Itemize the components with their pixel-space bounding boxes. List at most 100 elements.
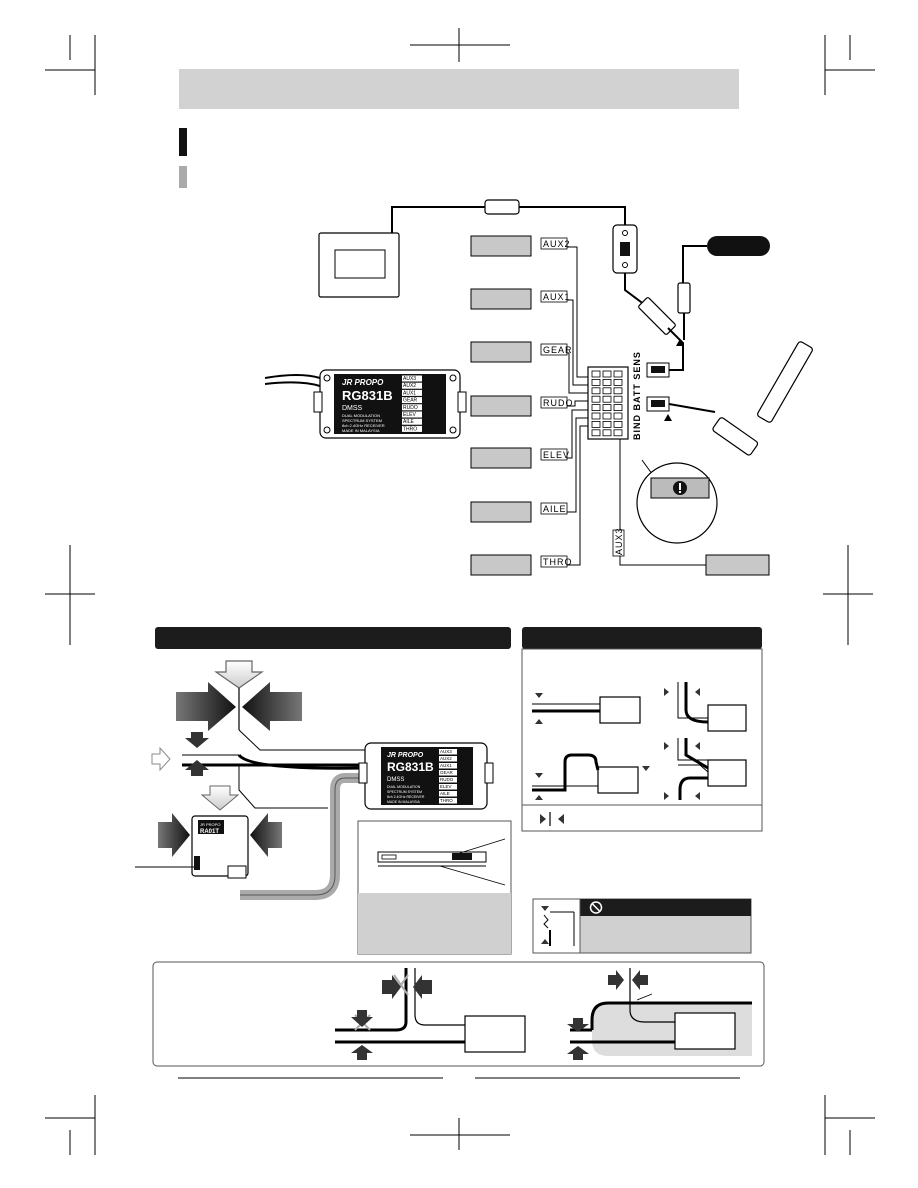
header-pin	[602, 378, 612, 386]
satellite-down-arrow	[200, 785, 240, 811]
rx2-line2: SPECTRUM SYSTEM	[387, 790, 422, 794]
header-pin	[591, 429, 601, 437]
header-pin	[591, 378, 601, 386]
rx-port-label: GEAR	[403, 398, 418, 404]
rx-port-label-bg	[402, 375, 422, 382]
rx-line3: 8ch 2.4GHz RECEIVER	[342, 423, 385, 428]
rx-port-label-bg	[439, 791, 457, 797]
tag-aux1: AUX1	[543, 292, 571, 302]
header-pin	[591, 395, 601, 403]
rx-port-label-bg	[439, 756, 457, 762]
tag-thro: THRO	[543, 557, 573, 567]
section-marker-black	[179, 128, 187, 156]
rx-port-label: RUDO	[440, 777, 454, 782]
rx-port-label: AUX2	[403, 383, 416, 389]
header-pin	[602, 404, 612, 412]
rx-port-label: GEAR	[440, 770, 454, 775]
header-pin	[591, 412, 601, 420]
rx-port-label-bg	[439, 770, 457, 776]
crop-marks	[45, 28, 875, 1155]
bottom-right-diagram	[570, 968, 752, 1056]
rx-port-label-bg	[402, 404, 422, 411]
sat-left-arrow	[250, 813, 282, 857]
rx2-model: RG831B	[387, 760, 434, 774]
channel-tags: AUX2 AUX1 GEAR RUDO ELEV AILE THRO AUX3	[540, 237, 625, 568]
rx2-dmss: DMSS	[387, 777, 404, 783]
left-arrow-dark	[242, 682, 302, 731]
rx-port-label-bg	[402, 425, 422, 432]
small-down-arrow	[185, 732, 209, 748]
header-pin	[591, 370, 601, 378]
header-pin	[613, 404, 623, 412]
rx-port-label-bg	[439, 777, 457, 783]
tag-aile: AILE	[543, 504, 567, 514]
section-bar-left	[155, 627, 511, 649]
header-pin	[602, 395, 612, 403]
header-pin	[591, 420, 601, 428]
rx2-line1: DUAL MODULATION	[387, 785, 421, 789]
rx-port-label-bg	[439, 749, 457, 755]
right-panel-diagrams	[532, 682, 747, 800]
rx-port-label: AILE	[403, 419, 415, 425]
header-pin	[613, 370, 623, 378]
rx-port-label: ELEV	[440, 784, 452, 789]
servo-boxes	[470, 235, 770, 576]
rx2-line4: MADE IN MALAYSIA	[387, 800, 420, 804]
tag-gear: GEAR	[543, 345, 573, 355]
right-panel	[521, 648, 763, 832]
rx-port-label-bg	[439, 763, 457, 769]
small-up-arrow	[185, 760, 209, 776]
section-marker-gray	[179, 166, 187, 188]
header-pin	[613, 387, 623, 395]
rx-port-label-bg	[439, 798, 457, 804]
black-pill-label	[707, 236, 770, 256]
receiver-bottom: JR PROPO RG831B DMSS DUAL MODULATION SPE…	[358, 742, 494, 810]
rx-port-label-bg	[402, 397, 422, 404]
sat-model: RA01T	[200, 829, 219, 835]
rx-port-label: AUX1	[440, 763, 452, 768]
rx-port-label: AILE	[440, 791, 450, 796]
rx-port-label: THRO	[440, 798, 453, 803]
header-pin	[602, 429, 612, 437]
rx-port-label-bg	[402, 382, 422, 389]
rx2-brand: JR PROPO	[387, 752, 424, 759]
rx-dmss: DMSS	[342, 405, 363, 412]
header-pin	[602, 370, 612, 378]
header-pin	[613, 429, 623, 437]
tag-aux2: AUX2	[543, 239, 571, 249]
tag-aux3: AUX3	[614, 527, 624, 555]
rx-port-label: RUDO	[403, 405, 418, 411]
header-pin	[613, 412, 623, 420]
down-arrow-outline	[214, 660, 264, 689]
section-bar-right	[522, 627, 762, 649]
small-right-arrow-outline	[151, 746, 171, 772]
rx-port-label-bg	[439, 784, 457, 790]
header-pin	[613, 420, 623, 428]
header-pin	[602, 387, 612, 395]
tag-elev: ELEV	[543, 450, 570, 460]
rx2-line3: 8ch 2.4GHz RECEIVER	[387, 795, 425, 799]
pin-header-block	[587, 366, 629, 440]
rx-line4: MADE IN MALAYSIA	[342, 428, 380, 433]
rx-port-label-bg	[402, 418, 422, 425]
rx-port-label: ELEV	[403, 412, 416, 418]
prohibited-icon	[589, 901, 603, 914]
header-pin	[602, 420, 612, 428]
rx-port-label-bg	[402, 389, 422, 396]
controller-box	[318, 232, 400, 298]
receiver-top: JR PROPO RG831B DMSS DUAL MODULATION SPE…	[264, 369, 467, 439]
rx-port-label: AUX3	[440, 749, 452, 754]
rx-model: RG831B	[342, 388, 393, 403]
tag-rudo: RUDO	[543, 398, 574, 408]
cable-connector	[484, 199, 520, 215]
header-pin	[602, 412, 612, 420]
sat-right-arrow	[158, 813, 190, 857]
right-arrow-dark	[176, 682, 236, 731]
header-pin	[613, 378, 623, 386]
rx-line2: SPECTRUM SYSTEM	[342, 418, 382, 423]
rx-port-label: AUX3	[403, 376, 416, 382]
rx-port-label: AUX2	[440, 756, 452, 761]
rx-line1: DUAL MODULATION	[342, 413, 380, 418]
rx-port-label: THRO	[403, 426, 417, 432]
